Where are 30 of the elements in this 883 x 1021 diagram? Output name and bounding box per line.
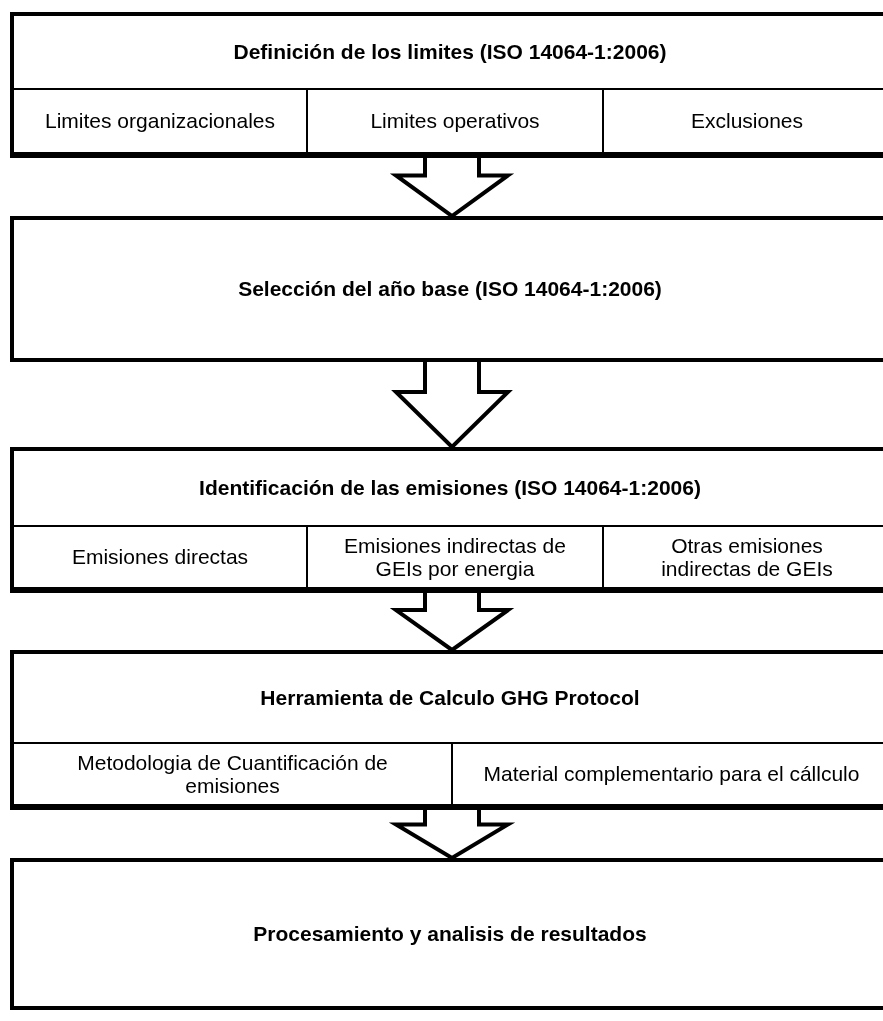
process-box: [10, 216, 883, 362]
box-text: Emisiones directas: [70, 545, 250, 569]
process-box: [10, 12, 883, 158]
box-heading: Procesamiento y analisis de resultados: [253, 922, 647, 946]
box-heading: Selección del año base (ISO 14064-1:2006): [238, 277, 662, 301]
block-arrow: [391, 360, 513, 450]
box-text: Emisiones indirectas de GEIs por energia: [343, 533, 567, 581]
process-box: [10, 447, 883, 593]
sub-box: [12, 525, 308, 589]
sub-box: [12, 742, 453, 806]
block-arrow: [389, 156, 515, 219]
box-text: Exclusiones: [689, 109, 805, 133]
block-arrow: [389, 591, 515, 653]
box-heading: Definición de los limites (ISO 14064-1:2006): [233, 40, 667, 64]
sub-box: [451, 742, 883, 806]
process-box: [10, 650, 883, 810]
box-text: Limites operativos: [369, 109, 541, 133]
sub-box: [306, 525, 604, 589]
box-text: Otras emisiones indirectas de GEIs: [660, 533, 834, 581]
sub-box: [602, 88, 883, 154]
box-heading: Herramienta de Calculo GHG Protocol: [260, 686, 640, 710]
sub-box: [12, 88, 308, 154]
box-text: Limites organizacionales: [44, 109, 276, 133]
box-heading: Identificación de las emisiones (ISO 14064-1:2006): [199, 476, 701, 500]
box-text: Material complementario para el cállculo: [482, 762, 861, 786]
process-box: [10, 858, 883, 1010]
box-text: Metodologia de Cuantificación de emisiones: [76, 750, 389, 798]
block-arrow: [388, 808, 516, 861]
sub-box: [602, 525, 883, 589]
sub-box: [306, 88, 604, 154]
